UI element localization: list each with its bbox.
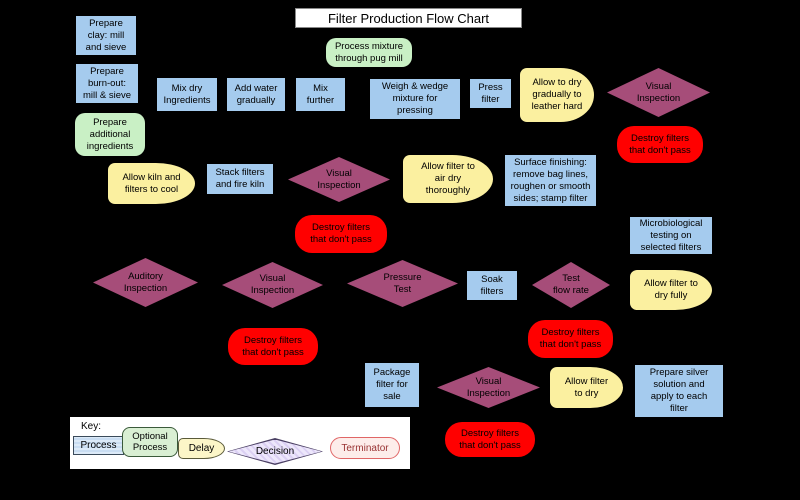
- process-stack-filters: Stack filters and fire kiln: [207, 164, 273, 194]
- decision-visual-inspection-2: Visual Inspection: [288, 157, 390, 202]
- decision-auditory-inspection: Auditory Inspection: [93, 258, 198, 307]
- chart-title: Filter Production Flow Chart: [295, 8, 522, 28]
- delay-dry-leather-hard: Allow to dry gradually to leather hard: [520, 68, 594, 122]
- optional-prepare-additional: Prepare additional ingredients: [75, 113, 145, 156]
- decision-visual-inspection-3: Visual Inspection: [222, 262, 323, 308]
- process-prepare-clay: Prepare clay: mill and sieve: [76, 16, 136, 55]
- process-mix-dry: Mix dry Ingredients: [157, 78, 217, 111]
- terminator-destroy-filters-1: Destroy filters that don't pass: [617, 126, 703, 163]
- terminator-destroy-filters-2: Destroy filters that don't pass: [295, 215, 387, 253]
- delay-dry: Allow filter to dry: [550, 367, 623, 408]
- process-soak-filters: Soak filters: [467, 271, 517, 300]
- terminator-destroy-filters-4: Destroy filters that don't pass: [528, 320, 613, 358]
- delay-kiln-cool: Allow kiln and filters to cool: [108, 163, 195, 204]
- key-process-sample: Process: [73, 436, 124, 455]
- key-terminator-sample: Terminator: [330, 437, 400, 459]
- key-optional-process-sample: Optional Process: [122, 427, 178, 457]
- delay-air-dry: Allow filter to air dry thoroughly: [403, 155, 493, 203]
- key-decision-sample-label: Decision: [228, 439, 322, 464]
- process-prepare-silver: Prepare silver solution and apply to eac…: [635, 365, 723, 417]
- process-surface-finishing: Surface finishing: remove bag lines, rou…: [505, 155, 596, 206]
- decision-visual-inspection-1: Visual Inspection: [607, 68, 710, 117]
- optional-process-mixture: Process mixture through pug mill: [326, 38, 412, 67]
- process-add-water: Add water gradually: [227, 78, 285, 111]
- key-delay-sample: Delay: [178, 438, 225, 459]
- process-mix-further: Mix further: [296, 78, 345, 111]
- process-prepare-burnout: Prepare burn-out: mill & sieve: [76, 64, 138, 103]
- key-legend: Key: Process Optional Process Delay Deci…: [68, 415, 412, 471]
- terminator-destroy-filters-5: Destroy filters that don't pass: [445, 422, 535, 457]
- delay-dry-fully: Allow filter to dry fully: [630, 270, 712, 310]
- decision-visual-inspection-4: Visual Inspection: [437, 367, 540, 408]
- key-decision-sample: Decision: [227, 438, 323, 465]
- terminator-destroy-filters-3: Destroy filters that don't pass: [228, 328, 318, 365]
- process-weigh-wedge: Weigh & wedge mixture for pressing: [370, 79, 460, 119]
- decision-test-flow-rate: Test flow rate: [532, 262, 610, 308]
- process-press-filter: Press filter: [470, 79, 511, 108]
- decision-pressure-test: Pressure Test: [347, 260, 458, 307]
- process-package-filter: Package filter for sale: [365, 363, 419, 407]
- process-microbiological-testing: Microbiological testing on selected filt…: [630, 217, 712, 254]
- key-label: Key:: [81, 421, 102, 432]
